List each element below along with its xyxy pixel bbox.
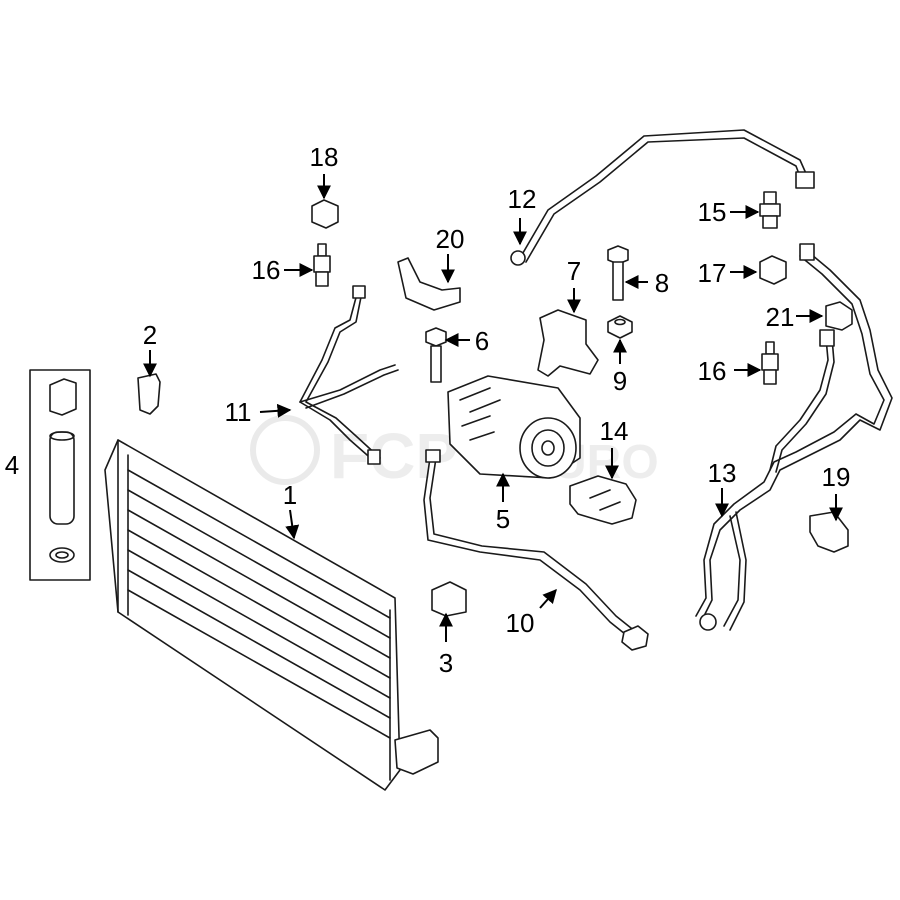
leader-arrows xyxy=(143,174,843,642)
callout-16-right: 16 xyxy=(698,356,727,386)
callout-7: 7 xyxy=(567,256,581,286)
part-switch-15 xyxy=(759,191,781,229)
part-nut-9 xyxy=(607,315,633,339)
part-cap-17 xyxy=(759,255,787,285)
part-bracket-3 xyxy=(431,581,467,617)
part-clip-2 xyxy=(137,373,161,415)
part-sensor-21 xyxy=(825,301,853,331)
part-condenser xyxy=(104,439,439,791)
part-cap-18 xyxy=(311,199,339,229)
callout-8: 8 xyxy=(655,268,669,298)
arrow-1 xyxy=(285,509,300,540)
callout-labels: 18 16 2 4 11 1 3 20 6 5 12 7 8 9 14 10 1… xyxy=(5,142,851,678)
part-bolt-8 xyxy=(607,245,629,301)
part-bracket-19 xyxy=(809,511,849,553)
callout-17: 17 xyxy=(698,258,727,288)
part-hose-11 xyxy=(299,285,399,465)
part-pressure-switch-16-right xyxy=(761,341,779,385)
part-bracket-14 xyxy=(569,475,637,525)
callout-15: 15 xyxy=(698,197,727,227)
part-bolt-6 xyxy=(425,327,447,383)
part-hose-13 xyxy=(695,243,893,631)
callout-9: 9 xyxy=(613,366,627,396)
callout-3: 3 xyxy=(439,648,453,678)
callout-14: 14 xyxy=(600,416,629,446)
callout-10: 10 xyxy=(506,608,535,638)
callout-4: 4 xyxy=(5,450,19,480)
part-hose-12 xyxy=(510,129,815,266)
callout-18: 18 xyxy=(310,142,339,172)
part-bracket-7 xyxy=(537,309,599,377)
part-pressure-switch-16-left xyxy=(313,243,331,287)
callout-5: 5 xyxy=(496,504,510,534)
part-hose-10 xyxy=(423,449,649,651)
callout-21: 21 xyxy=(766,302,795,332)
callout-1: 1 xyxy=(283,480,297,510)
callout-19: 19 xyxy=(822,462,851,492)
callout-13: 13 xyxy=(708,458,737,488)
callout-6: 6 xyxy=(475,326,489,356)
arrow-10 xyxy=(539,588,557,609)
callout-20: 20 xyxy=(436,224,465,254)
callout-11: 11 xyxy=(225,397,252,427)
callout-16-left: 16 xyxy=(252,255,281,285)
callout-2: 2 xyxy=(143,320,157,350)
part-compressor-5 xyxy=(447,375,581,479)
part-receiver-drier-kit xyxy=(29,369,91,581)
callout-12: 12 xyxy=(508,184,537,214)
part-bracket-20 xyxy=(397,257,461,311)
arrow-11 xyxy=(259,403,292,418)
